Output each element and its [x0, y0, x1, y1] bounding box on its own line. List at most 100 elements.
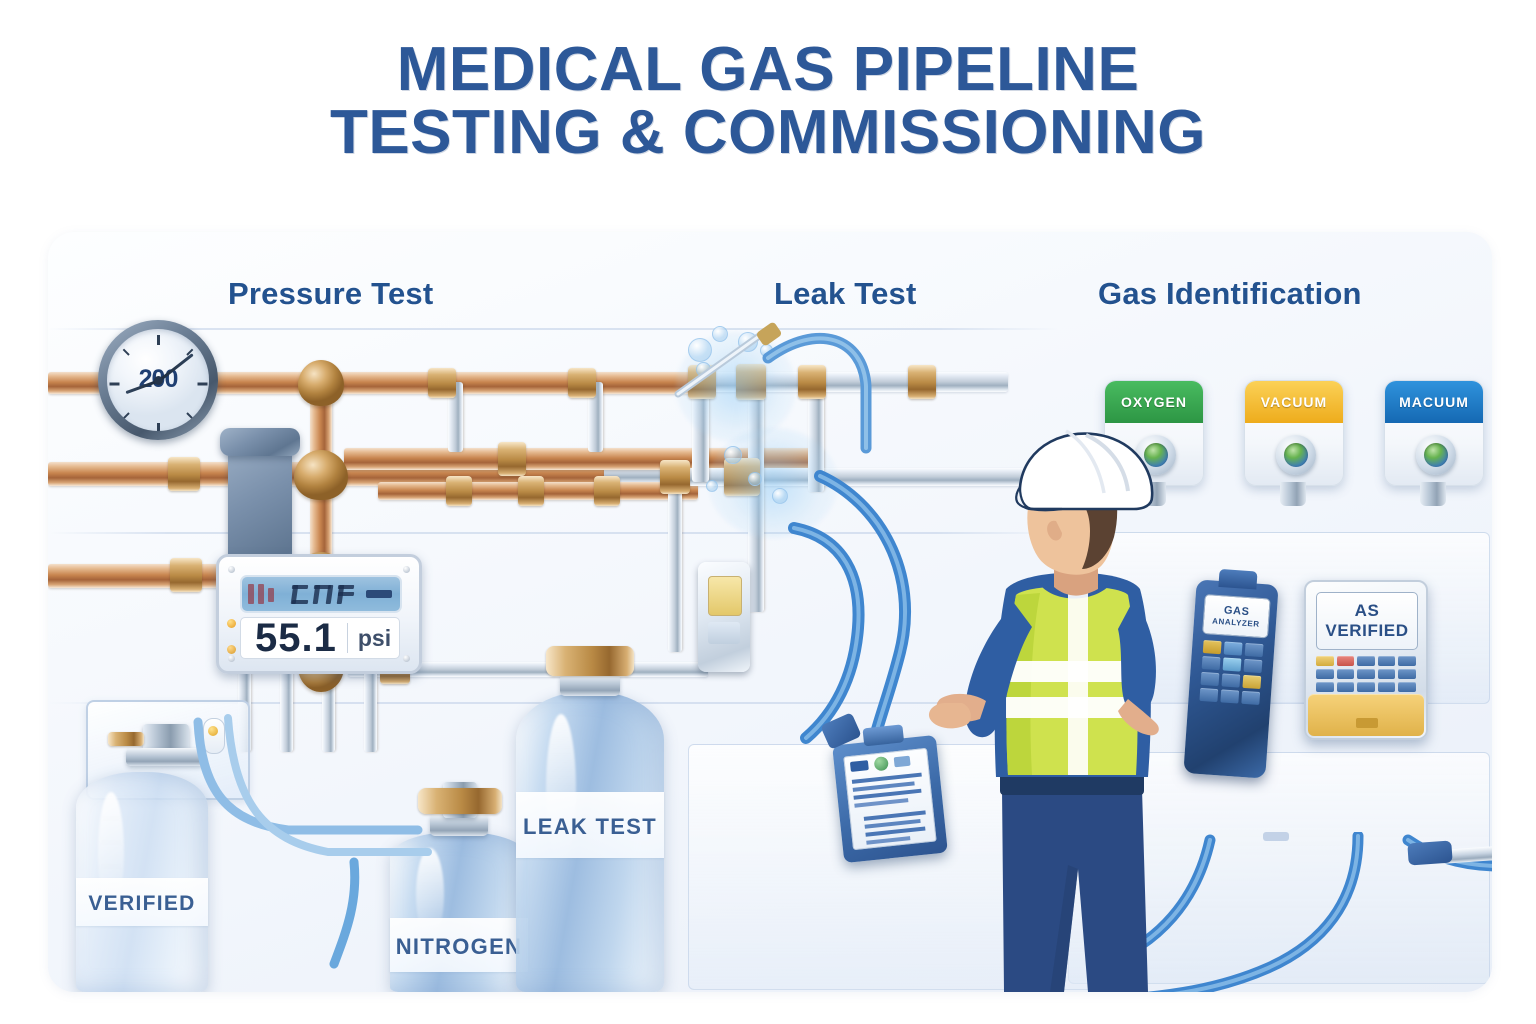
cylinder-valve	[546, 646, 634, 676]
gauge-tick	[186, 412, 194, 420]
screw	[228, 566, 235, 573]
steel-pipe-vertical	[668, 482, 682, 652]
technician	[928, 429, 1159, 992]
meter-screen-line2: VERIFIED	[1325, 621, 1409, 640]
pipe-coupling	[660, 460, 690, 494]
steel-pipe-vertical	[448, 382, 463, 452]
gas-verification-meter[interactable]: AS VERIFIED	[1304, 580, 1428, 740]
nitrogen-cylinder: NITROGEN	[390, 832, 528, 992]
keypad-key[interactable]	[1316, 656, 1334, 666]
keypad-key[interactable]	[1220, 689, 1240, 704]
screw	[403, 655, 410, 662]
vacuum-outlet-blue[interactable]: MACUUM	[1384, 380, 1484, 486]
outlet-header: VACUUM	[1245, 381, 1343, 423]
cylinder-collar	[560, 674, 620, 696]
cylinder-label-band	[516, 792, 664, 858]
cylinder-label-band	[390, 918, 528, 972]
digital-pressure-gauge[interactable]: 55.1 psi	[216, 554, 422, 674]
pipe-tee-fitting	[294, 450, 348, 500]
meter-screen: AS VERIFIED	[1316, 592, 1418, 650]
keypad-key[interactable]	[1244, 642, 1264, 658]
outlet-port[interactable]	[1276, 435, 1316, 475]
cylinder-collar	[430, 814, 488, 836]
title-line-2: TESTING & COMMISSIONING	[329, 98, 1207, 168]
keypad-key[interactable]	[1377, 656, 1396, 666]
regulator-collar	[126, 748, 204, 766]
screw	[403, 566, 410, 573]
pipe-coupling	[446, 476, 472, 506]
detector-window	[708, 622, 740, 644]
leak-bubble	[712, 326, 728, 342]
lcd-digit	[291, 585, 309, 589]
keypad-key[interactable]	[1222, 657, 1242, 672]
leak-bubble	[724, 446, 742, 464]
keypad-key[interactable]	[1357, 669, 1375, 679]
leak-test-cylinder: LEAK TEST	[516, 692, 664, 992]
indicator-lamp-led	[208, 726, 218, 736]
regulator-stem	[143, 724, 189, 752]
keypad-key[interactable]	[1357, 682, 1375, 692]
lcd-display	[240, 575, 402, 613]
keypad-key[interactable]	[1316, 682, 1334, 692]
section-label-leak-test: Leak Test	[774, 276, 917, 311]
outlet-port-inner	[1424, 443, 1448, 467]
wall-seam	[48, 328, 1058, 330]
leak-bubble	[748, 472, 762, 486]
manifold-dropper	[280, 662, 293, 752]
lcd-indicator-red	[268, 588, 274, 602]
outlet-stem	[1280, 482, 1306, 506]
section-label-pressure-test: Pressure Test	[228, 276, 434, 311]
keypad-key[interactable]	[1243, 658, 1263, 674]
lcd-status-bar	[366, 590, 392, 598]
keypad-key[interactable]	[1398, 656, 1416, 666]
pipe-coupling	[908, 365, 936, 399]
manifold-valve-cap	[220, 428, 300, 456]
paper-text-line	[865, 826, 926, 837]
paper-header-badge	[849, 760, 869, 772]
regulator-valve	[108, 732, 144, 746]
keypad-key[interactable]	[1377, 669, 1396, 679]
outlet-header: OXYGEN	[1105, 381, 1203, 423]
gauge-tick	[156, 423, 160, 431]
paper-header-icon	[893, 755, 911, 768]
page-title: MEDICAL GAS PIPELINE TESTING & COMMISSIO…	[0, 38, 1536, 168]
pipe-coupling	[518, 476, 544, 506]
cabinet-handle	[1263, 832, 1289, 841]
lcd-digit	[291, 600, 309, 604]
outlet-port[interactable]	[1416, 435, 1456, 475]
keypad-key[interactable]	[1336, 656, 1355, 666]
tablet-clipboard[interactable]	[832, 724, 948, 864]
vacuum-outlet-yellow[interactable]: VACUUM	[1244, 380, 1344, 486]
keypad-key[interactable]	[1336, 669, 1355, 679]
paper-text-line	[866, 836, 911, 845]
paper-header-icon	[873, 756, 889, 772]
keypad-key[interactable]	[1398, 682, 1416, 692]
lcd-digit	[337, 585, 355, 589]
lcd-indicator-red	[258, 584, 264, 604]
keypad-key[interactable]	[1221, 673, 1241, 688]
outlet-header: MACUUM	[1385, 381, 1483, 423]
keypad-key[interactable]	[1398, 669, 1416, 679]
meter-keypad[interactable]	[1316, 656, 1416, 692]
keypad-key[interactable]	[1242, 674, 1262, 690]
gauge-hub	[153, 375, 163, 385]
pipe-coupling	[798, 365, 826, 399]
outlet-stem	[1420, 482, 1446, 506]
outlet-port-inner	[1284, 443, 1308, 467]
status-led-amber	[227, 645, 236, 654]
oxygen-outlet[interactable]: OXYGEN	[1104, 380, 1204, 486]
keypad-key[interactable]	[1223, 641, 1243, 656]
keypad-key[interactable]	[1336, 682, 1355, 692]
steel-pipe-vertical	[588, 382, 603, 452]
gauge-tick	[156, 335, 160, 345]
keypad-key[interactable]	[1357, 656, 1375, 666]
keypad-key[interactable]	[1241, 690, 1261, 706]
leak-bubble	[688, 338, 712, 362]
pipe-coupling	[168, 457, 200, 491]
keypad-key[interactable]	[1316, 669, 1334, 679]
keypad-key[interactable]	[1377, 682, 1396, 692]
wall-seam	[48, 702, 1492, 704]
outlet-label-macuum: MACUUM	[1399, 393, 1469, 410]
cylinder-label-verified: VERIFIED	[88, 892, 196, 915]
probe-wand-grip	[1407, 840, 1453, 866]
